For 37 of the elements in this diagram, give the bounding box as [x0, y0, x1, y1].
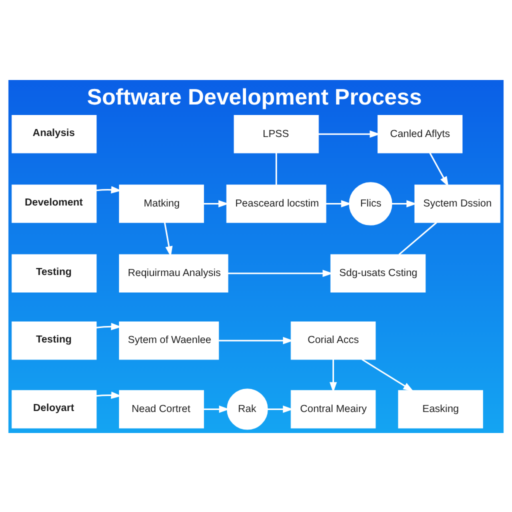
- node-box: Nead Cortret: [119, 390, 204, 428]
- connector: [398, 221, 438, 255]
- node-box: Syctem Dssion: [414, 184, 500, 222]
- node-box: Testing: [12, 320, 97, 360]
- arrow: [164, 222, 173, 256]
- arrow: [330, 358, 337, 392]
- connector: [276, 152, 278, 184]
- node-circle: Rak: [226, 388, 268, 430]
- arrow: [204, 200, 229, 207]
- arrow: [96, 322, 122, 330]
- node-box: Matking: [119, 184, 204, 222]
- node-box: Easking: [398, 390, 484, 428]
- arrow: [392, 200, 417, 207]
- node-box: Deloyart: [12, 390, 97, 428]
- arrow: [218, 336, 294, 344]
- node-box: Testing: [12, 254, 97, 292]
- node-box: Reqiuirmau Analysis: [119, 254, 228, 292]
- node-box: Canled Aflyts: [378, 114, 463, 153]
- arrow: [96, 186, 122, 193]
- arrow: [326, 200, 352, 207]
- node-circle: Flics: [348, 182, 392, 225]
- node-box: Peasceard locstim: [226, 184, 326, 222]
- arrow: [204, 405, 230, 412]
- arrow: [429, 152, 449, 186]
- node-box: Develoment: [12, 184, 97, 222]
- node-box: Contral Meairy: [290, 390, 376, 428]
- node-box: LPSS: [234, 114, 319, 153]
- node-box: Analysis: [12, 114, 97, 153]
- arrow: [268, 405, 294, 412]
- arrow: [96, 391, 122, 398]
- node-box: Sdg-usats Csting: [330, 254, 426, 292]
- node-box: Sytem of Waenlee: [119, 320, 219, 360]
- arrow: [228, 269, 334, 277]
- arrow: [362, 358, 414, 392]
- arrow: [318, 130, 380, 138]
- diagram-title: Software Development Process: [87, 84, 422, 109]
- node-box: Corial Accs: [290, 320, 376, 360]
